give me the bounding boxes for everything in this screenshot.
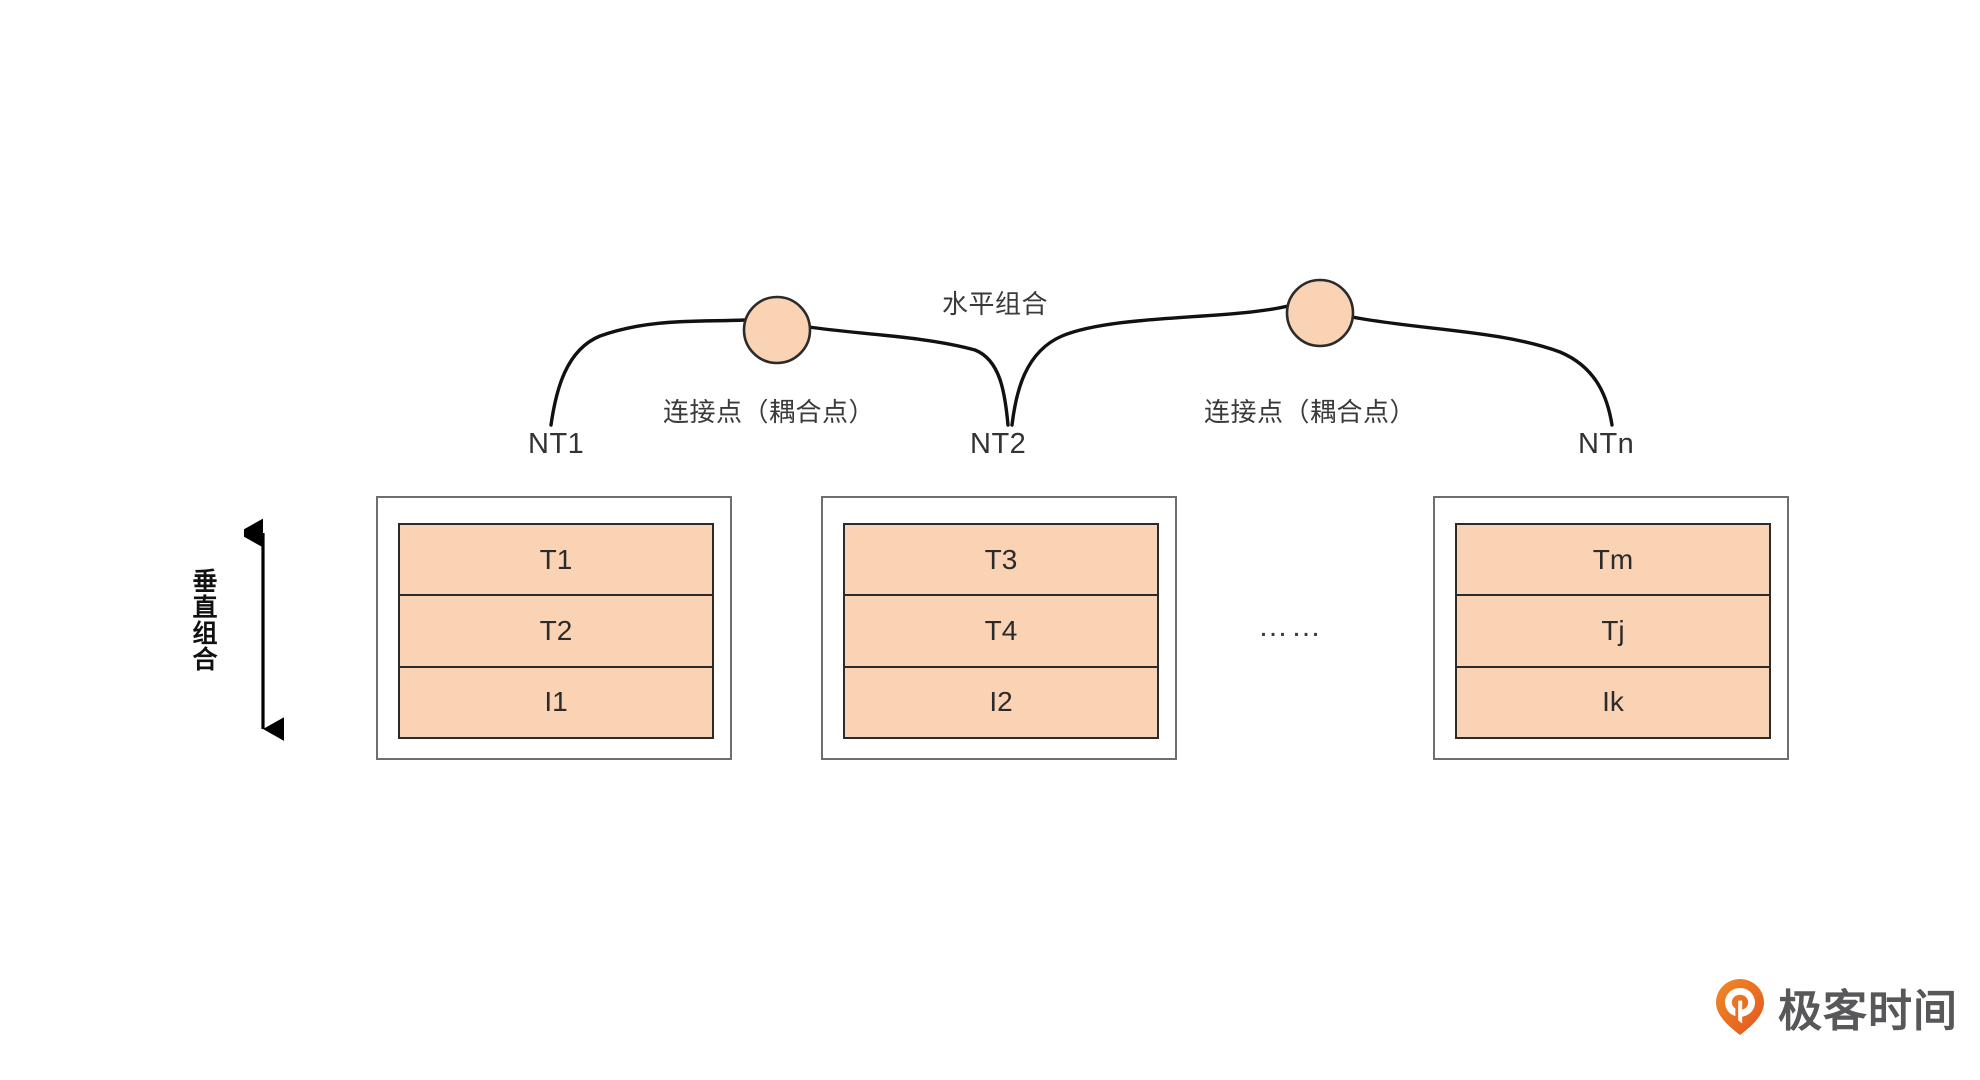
stack-3-outer: Tm Tj Ik <box>1433 496 1789 760</box>
ellipsis-separator: …… <box>1258 610 1324 643</box>
coupling-point-2-circle[interactable] <box>1285 278 1355 348</box>
stack-1-cell-3[interactable]: I1 <box>400 667 712 737</box>
geektime-pin-logo-icon <box>1716 979 1764 1035</box>
stack-2-cell-1[interactable]: T3 <box>845 525 1157 597</box>
stack-3: Tm Tj Ik <box>1455 523 1771 739</box>
stack-2-cell-2[interactable]: T4 <box>845 596 1157 668</box>
stack-1-cell-2[interactable]: T2 <box>400 596 712 668</box>
stack-3-cell-3[interactable]: Ik <box>1457 667 1769 737</box>
connector-curves <box>549 278 1614 427</box>
node-label-nt1: NT1 <box>528 428 585 460</box>
horizontal-combination-label: 水平组合 <box>942 290 1049 320</box>
stack-1-outer: T1 T2 I1 <box>376 496 732 760</box>
watermark: 极客时间 <box>1714 975 1958 1039</box>
stack-2-outer: T3 T4 I2 <box>821 496 1177 760</box>
stack-3-cell-2[interactable]: Tj <box>1457 596 1769 668</box>
coupling-point-1-circle[interactable] <box>742 295 812 365</box>
vertical-combination-label: 垂直组合 <box>189 568 218 672</box>
node-label-nt2: NT2 <box>970 428 1027 460</box>
stack-1: T1 T2 I1 <box>398 523 714 739</box>
stack-1-cell-1[interactable]: T1 <box>400 525 712 597</box>
stack-2: T3 T4 I2 <box>843 523 1159 739</box>
stack-2-cell-3[interactable]: I2 <box>845 667 1157 737</box>
coupling-point-label-1: 连接点（耦合点） <box>663 398 876 428</box>
stack-3-cell-1[interactable]: Tm <box>1457 525 1769 597</box>
vertical-combination-arrow <box>244 518 284 744</box>
coupling-point-label-2: 连接点（耦合点） <box>1204 398 1417 428</box>
watermark-text: 极客时间 <box>1778 986 1958 1037</box>
node-label-ntn: NTn <box>1578 428 1635 460</box>
